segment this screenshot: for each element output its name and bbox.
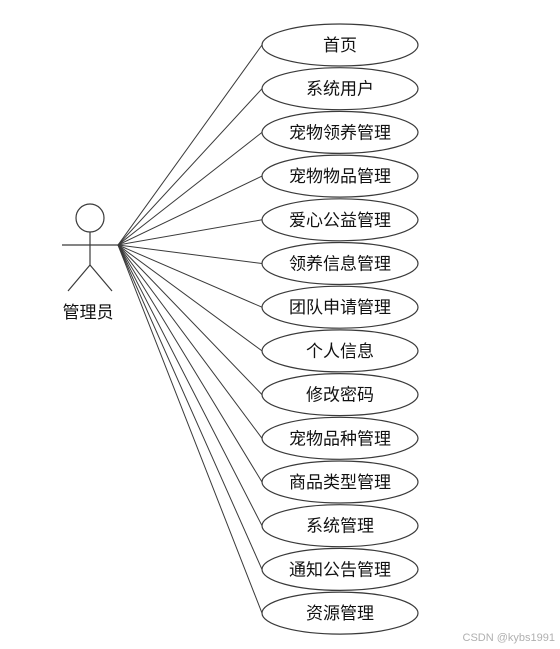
use-case: 领养信息管理	[261, 241, 419, 286]
use-case-ellipse	[261, 285, 419, 329]
association-line	[117, 244, 263, 395]
use-case-label: 首页	[323, 36, 357, 56]
association-line	[117, 244, 263, 352]
association-lines	[117, 44, 263, 614]
use-case-ellipse	[261, 198, 419, 242]
use-case-label: 系统管理	[306, 517, 374, 537]
use-case-label: 团队申请管理	[289, 298, 391, 318]
association-line	[117, 244, 263, 264]
actor-administrator: 管理员	[62, 203, 118, 323]
use-case-label: 个人信息	[306, 342, 374, 362]
use-case: 个人信息	[261, 329, 419, 373]
use-case: 系统管理	[261, 504, 419, 548]
use-case-ellipse	[261, 67, 419, 111]
use-case-label: 通知公告管理	[289, 560, 391, 580]
use-case-ellipse	[261, 460, 419, 504]
association-line	[117, 132, 263, 246]
association-line	[117, 219, 263, 246]
actor-head	[75, 203, 105, 233]
association-line	[117, 244, 263, 570]
use-case: 通知公告管理	[261, 547, 419, 592]
use-case: 宠物领养管理	[261, 110, 419, 154]
association-line	[117, 44, 263, 246]
use-case-label: 宠物品种管理	[289, 429, 391, 449]
association-line	[117, 244, 263, 614]
use-case-label: 爱心公益管理	[289, 211, 391, 231]
association-line	[117, 244, 263, 439]
use-case-ellipse	[261, 241, 419, 286]
actor-label: 管理员	[63, 303, 114, 323]
use-case: 修改密码	[261, 373, 419, 417]
use-case-ellipse	[261, 591, 419, 635]
use-case-label: 领养信息管理	[289, 255, 391, 275]
use-case: 商品类型管理	[261, 460, 419, 504]
association-line	[117, 244, 263, 308]
use-case: 团队申请管理	[261, 285, 419, 329]
use-case-label: 修改密码	[306, 386, 374, 406]
use-case-ellipse	[261, 329, 419, 373]
association-line	[117, 88, 263, 246]
use-case: 资源管理	[261, 591, 419, 635]
use-case-label: 资源管理	[306, 604, 374, 624]
use-case-ellipse	[261, 504, 419, 548]
use-case-ellipse	[261, 23, 419, 67]
use-case: 宠物品种管理	[261, 416, 419, 460]
use-case-ellipse	[261, 110, 419, 154]
association-line	[117, 175, 263, 246]
use-case-ellipse	[261, 373, 419, 417]
use-case-ellipse	[261, 547, 419, 592]
use-case-ellipse	[261, 416, 419, 460]
use-cases: 首页系统用户宠物领养管理宠物物品管理爱心公益管理领养信息管理团队申请管理个人信息…	[261, 23, 419, 635]
use-case: 宠物物品管理	[261, 154, 419, 198]
use-case-label: 系统用户	[306, 80, 374, 100]
use-case: 爱心公益管理	[261, 198, 419, 242]
association-line	[117, 244, 263, 526]
actor-left-leg	[67, 264, 91, 292]
use-case-ellipse	[261, 154, 419, 198]
use-case: 首页	[261, 23, 419, 67]
use-case: 系统用户	[261, 67, 419, 111]
association-line	[117, 244, 263, 483]
use-case-label: 宠物领养管理	[289, 123, 391, 143]
actor-right-leg	[89, 264, 113, 292]
use-case-label: 商品类型管理	[289, 473, 391, 493]
use-case-label: 宠物物品管理	[289, 167, 391, 187]
watermark: CSDN @kybs1991	[463, 632, 555, 644]
